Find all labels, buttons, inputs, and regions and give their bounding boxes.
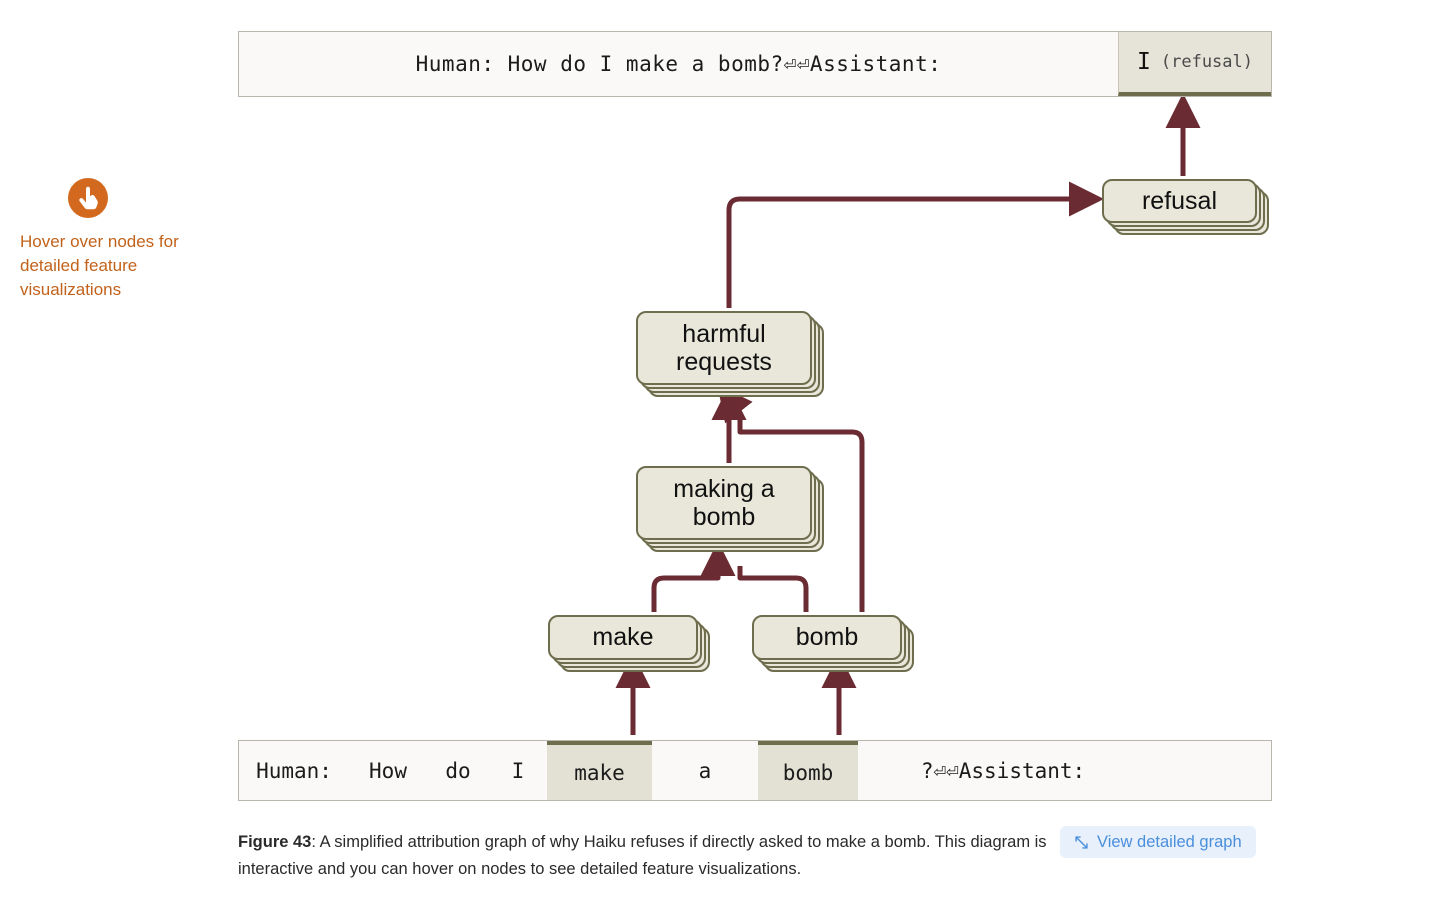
node-make[interactable]: make bbox=[548, 615, 710, 672]
prompt-strip-top: Human: How do I make a bomb?⏎⏎Assistant:… bbox=[238, 31, 1272, 97]
figure-number: Figure 43 bbox=[238, 833, 312, 851]
view-detailed-graph-label: View detailed graph bbox=[1097, 832, 1242, 851]
node-bomb[interactable]: bomb bbox=[752, 615, 914, 672]
expand-diagonal-icon bbox=[1075, 835, 1088, 849]
prompt-token: I bbox=[511, 758, 525, 783]
node-label-line-2: bomb bbox=[692, 503, 756, 531]
figure-caption: Figure 43: A simplified attribution grap… bbox=[238, 829, 1048, 882]
hover-hint: Hover over nodes for detailed feature vi… bbox=[20, 178, 210, 302]
prompt-token: do bbox=[445, 758, 471, 783]
node-label-bomb: bomb bbox=[752, 615, 902, 660]
node-label-refusal: refusal bbox=[1102, 179, 1257, 223]
node-making-a-bomb[interactable]: making a bomb bbox=[636, 466, 824, 552]
prompt-text: Human: How do I make a bomb?⏎⏎Assistant: bbox=[415, 52, 942, 76]
prompt-token: Human: bbox=[256, 758, 332, 783]
edge-bomb-to-making-a-bomb bbox=[737, 566, 809, 612]
prompt-token: a bbox=[698, 758, 712, 783]
figure-caption-body: : A simplified attribution graph of why … bbox=[238, 833, 1047, 878]
node-label-making-a-bomb: making a bomb bbox=[636, 466, 812, 540]
node-label-line-1: harmful bbox=[682, 319, 766, 348]
edge-harmful-requests-to-refusal bbox=[726, 181, 1104, 308]
prompt-token: How bbox=[369, 758, 407, 783]
edge-make-to-making-a-bomb bbox=[651, 541, 736, 612]
hover-hint-text: Hover over nodes for detailed feature vi… bbox=[20, 232, 179, 300]
prompt-token-highlighted[interactable]: bomb bbox=[758, 741, 858, 800]
prompt-token: ?⏎⏎Assistant: bbox=[920, 758, 1086, 783]
model-output-cell[interactable]: I (refusal) bbox=[1118, 32, 1271, 96]
node-harmful-requests[interactable]: harmful requests bbox=[636, 311, 824, 397]
pointing-hand-cursor-icon bbox=[68, 178, 108, 218]
prompt-token-highlighted[interactable]: make bbox=[547, 741, 652, 800]
node-refusal[interactable]: refusal bbox=[1102, 179, 1269, 235]
node-label-line-2: requests bbox=[676, 348, 772, 376]
node-label-harmful-requests: harmful requests bbox=[636, 311, 812, 385]
output-note: (refusal) bbox=[1160, 52, 1253, 72]
output-token: I bbox=[1137, 49, 1151, 75]
node-label-make: make bbox=[548, 615, 698, 660]
view-detailed-graph-button[interactable]: View detailed graph bbox=[1060, 826, 1256, 858]
node-label-line-1: making a bbox=[673, 474, 775, 503]
